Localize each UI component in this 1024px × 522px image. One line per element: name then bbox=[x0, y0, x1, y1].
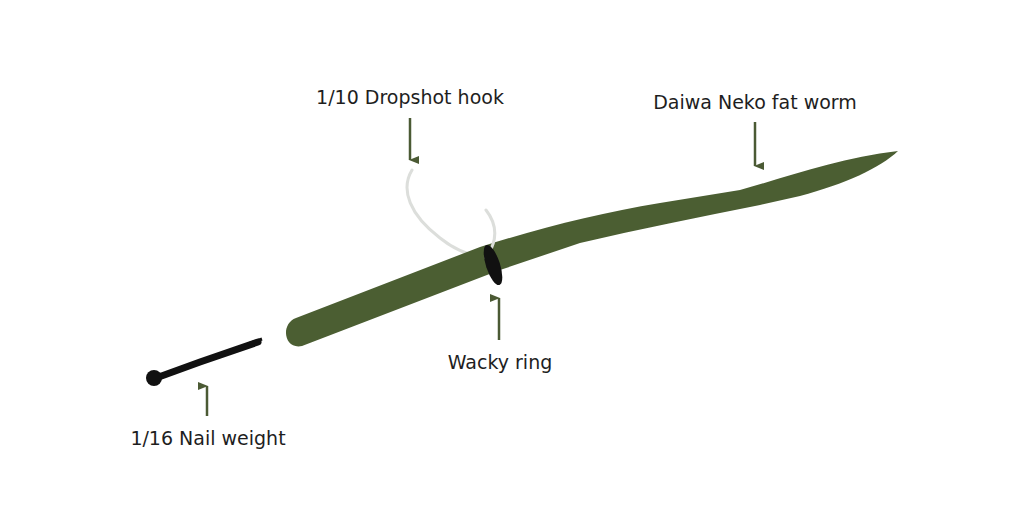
nail-weight-tip bbox=[248, 339, 262, 344]
leader-arrow bbox=[754, 122, 757, 166]
nail-weight-shaft bbox=[156, 342, 258, 378]
wacky-ring bbox=[480, 243, 506, 287]
part-label: Wacky ring bbox=[448, 351, 552, 374]
part-label: Daiwa Neko fat worm bbox=[653, 91, 857, 114]
hook-shank bbox=[407, 170, 486, 258]
leader-arrow bbox=[206, 386, 209, 416]
worm-body bbox=[286, 151, 898, 346]
part-label: 1/10 Dropshot hook bbox=[316, 86, 504, 109]
nail-weight-head bbox=[146, 370, 162, 386]
leader-arrow bbox=[409, 118, 412, 160]
part-label: 1/16 Nail weight bbox=[130, 427, 285, 450]
leader-arrow bbox=[498, 298, 501, 340]
